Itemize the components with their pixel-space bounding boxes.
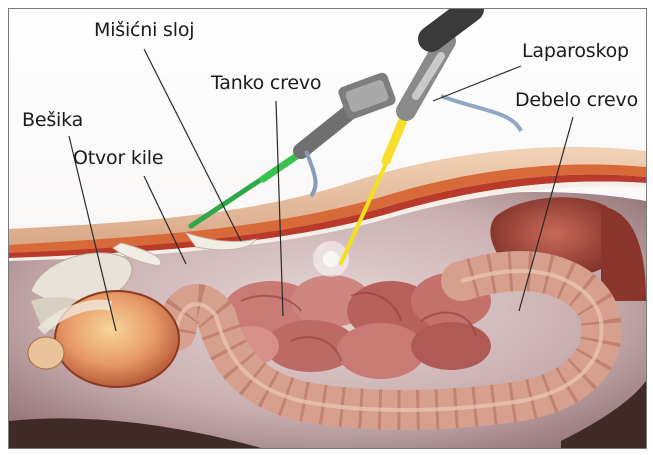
label-hernia-opening: Otvor kile xyxy=(73,147,163,169)
anatomy-illustration-frame xyxy=(8,8,647,449)
label-laparoscope: Laparoskop xyxy=(522,40,629,62)
anatomy-drawing xyxy=(9,9,646,448)
label-small-intestine: Tanko crevo xyxy=(211,72,321,94)
label-large-intestine: Debelo crevo xyxy=(515,89,638,111)
label-muscle-layer: Mišićni sloj xyxy=(94,19,194,41)
label-bladder: Bešika xyxy=(22,109,83,131)
